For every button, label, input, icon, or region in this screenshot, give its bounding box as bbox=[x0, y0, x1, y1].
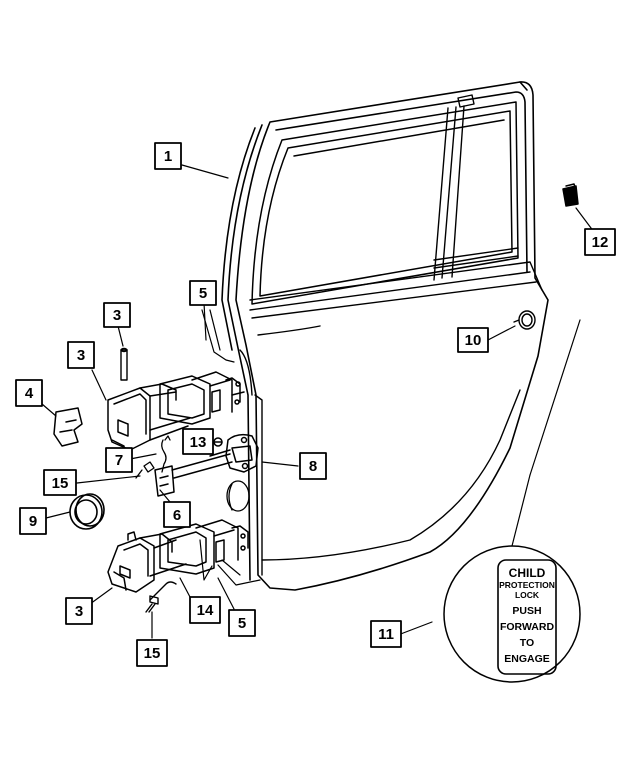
callout-box-15-lower bbox=[136, 639, 168, 667]
label-line-to: TO bbox=[520, 637, 534, 649]
upper-hinge-body bbox=[107, 383, 191, 451]
callout-number-4: 4 bbox=[25, 385, 34, 402]
callout-box-3-mid bbox=[67, 341, 95, 369]
callout-box-10 bbox=[457, 327, 489, 353]
callout-box-3-top bbox=[103, 302, 131, 328]
division-bar bbox=[433, 94, 519, 281]
door-belt-line bbox=[239, 261, 543, 576]
callout-box-15-upper bbox=[43, 469, 77, 496]
door-frame bbox=[221, 81, 549, 591]
callout-number-8: 8 bbox=[309, 458, 317, 475]
callout-number-1: 1 bbox=[164, 148, 172, 165]
door-check-bracket bbox=[154, 453, 233, 497]
callout-box-9 bbox=[19, 507, 47, 535]
hinge-bolt-lower bbox=[145, 581, 177, 613]
callout-box-5-bottom bbox=[228, 609, 256, 637]
callout-number-5-top: 5 bbox=[199, 285, 207, 302]
callout-box-7 bbox=[105, 447, 133, 473]
door-access-hole bbox=[226, 480, 250, 512]
callout-box-14 bbox=[189, 596, 221, 624]
callout-number-12: 12 bbox=[592, 234, 609, 251]
lock-cylinder-plug bbox=[513, 310, 536, 330]
callout-box-6 bbox=[163, 501, 191, 528]
callout-box-13 bbox=[182, 428, 214, 455]
leader-lines bbox=[41, 164, 595, 639]
hinge-cover bbox=[53, 407, 83, 447]
callout-number-15-lower: 15 bbox=[144, 645, 161, 662]
label-line-protection: PROTECTION bbox=[499, 580, 555, 590]
callout-number-13: 13 bbox=[190, 434, 207, 451]
callout-number-11: 11 bbox=[378, 626, 394, 643]
child-lock-label: CHILD PROTECTION LOCK PUSH FORWARD TO EN… bbox=[499, 566, 555, 665]
child-lock-button bbox=[562, 183, 579, 207]
callout-number-3-mid: 3 bbox=[77, 347, 85, 364]
label-line-child: CHILD bbox=[509, 566, 546, 580]
callout-numbers: 1 3 3 3 4 5 5 6 7 8 9 10 11 12 13 14 15 … bbox=[25, 148, 609, 662]
label-line-push: PUSH bbox=[512, 605, 541, 617]
callout-number-10: 10 bbox=[465, 332, 482, 349]
label-line-lock: LOCK bbox=[515, 590, 540, 600]
callout-number-14: 14 bbox=[197, 602, 214, 619]
callout-box-8 bbox=[299, 452, 327, 480]
window-opening bbox=[251, 101, 519, 305]
callout-number-6: 6 bbox=[173, 507, 181, 524]
upper-hinge-door-bracket bbox=[159, 371, 245, 425]
label-line-forward: FORWARD bbox=[500, 621, 554, 633]
callout-boxes bbox=[15, 142, 616, 667]
callout-number-3-bottom: 3 bbox=[75, 603, 83, 620]
callout-box-3-bottom bbox=[65, 597, 93, 625]
callout-box-1 bbox=[154, 142, 182, 170]
access-hole-plug bbox=[69, 493, 105, 530]
callout-box-11 bbox=[370, 620, 402, 648]
upper-hinge-pin bbox=[120, 347, 128, 381]
door-check-strap bbox=[209, 433, 259, 473]
lower-hinge-door-bracket bbox=[159, 519, 249, 575]
callout-number-15-upper: 15 bbox=[52, 475, 69, 492]
callout-box-12 bbox=[584, 228, 616, 256]
callout-number-7: 7 bbox=[115, 452, 123, 469]
callout-number-3-top: 3 bbox=[113, 307, 121, 324]
callout-number-5-bottom: 5 bbox=[238, 615, 246, 632]
label-line-engage: ENGAGE bbox=[504, 653, 550, 665]
child-lock-label-callout bbox=[443, 319, 581, 683]
callout-box-5-top bbox=[189, 280, 217, 306]
weatherstrip-seal bbox=[199, 309, 261, 586]
callout-box-4 bbox=[15, 379, 43, 407]
check-spring-clip bbox=[161, 435, 171, 473]
check-bolt bbox=[213, 437, 223, 447]
callout-number-9: 9 bbox=[29, 513, 37, 530]
